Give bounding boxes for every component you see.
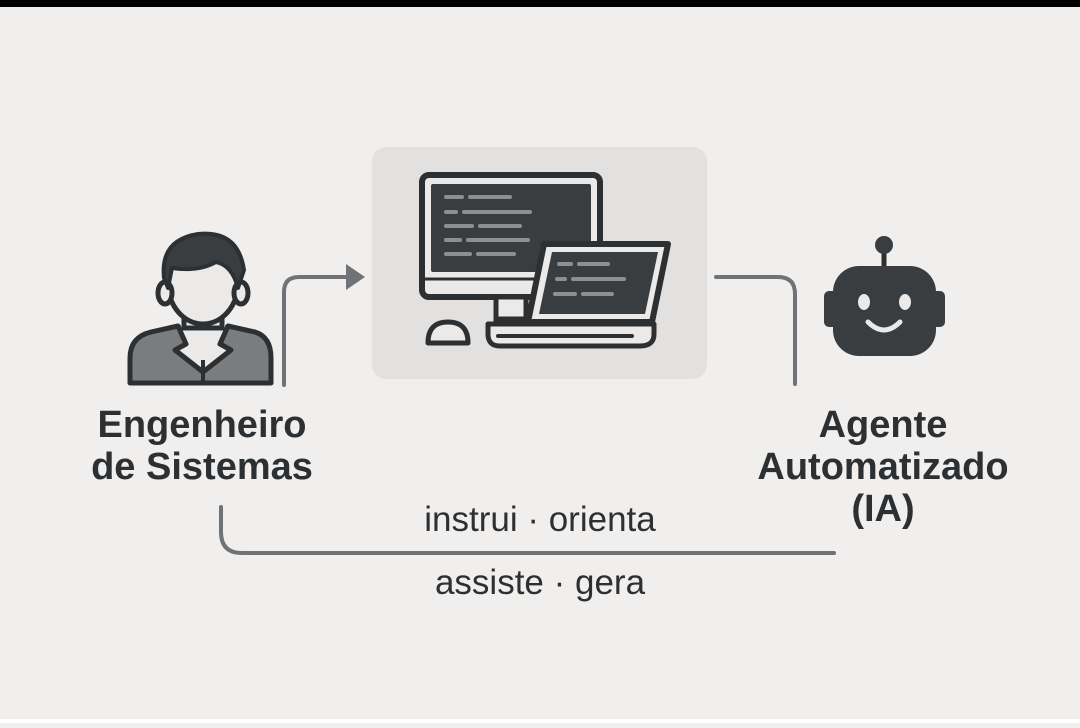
engineer-label-line-1: Engenheiro xyxy=(97,404,307,446)
engineer-to-workstation-connector xyxy=(282,275,352,387)
feedback-loop-connector xyxy=(219,505,836,555)
engineer-label: Engenheiro de Sistemas xyxy=(72,404,332,488)
flow-label-assists: assiste · gera xyxy=(434,563,646,602)
mouse-icon xyxy=(425,319,471,346)
workstation-to-agent-connector xyxy=(714,275,797,386)
person-icon xyxy=(127,231,274,386)
agent-label-line-2: Automatizado xyxy=(757,446,1009,488)
agent-label-line-3: (IA) xyxy=(851,488,915,530)
arrowhead-icon xyxy=(346,264,365,290)
agent-label-line-1: Agente xyxy=(818,404,948,446)
flow-label-instructs: instrui · orienta xyxy=(424,500,656,539)
agent-label: Agente Automatizado (IA) xyxy=(738,404,1028,530)
engineer-label-line-2: de Sistemas xyxy=(91,446,313,488)
robot-icon xyxy=(824,236,945,356)
laptop-icon xyxy=(485,241,671,349)
bottom-border xyxy=(0,719,1080,723)
top-border xyxy=(0,0,1080,7)
